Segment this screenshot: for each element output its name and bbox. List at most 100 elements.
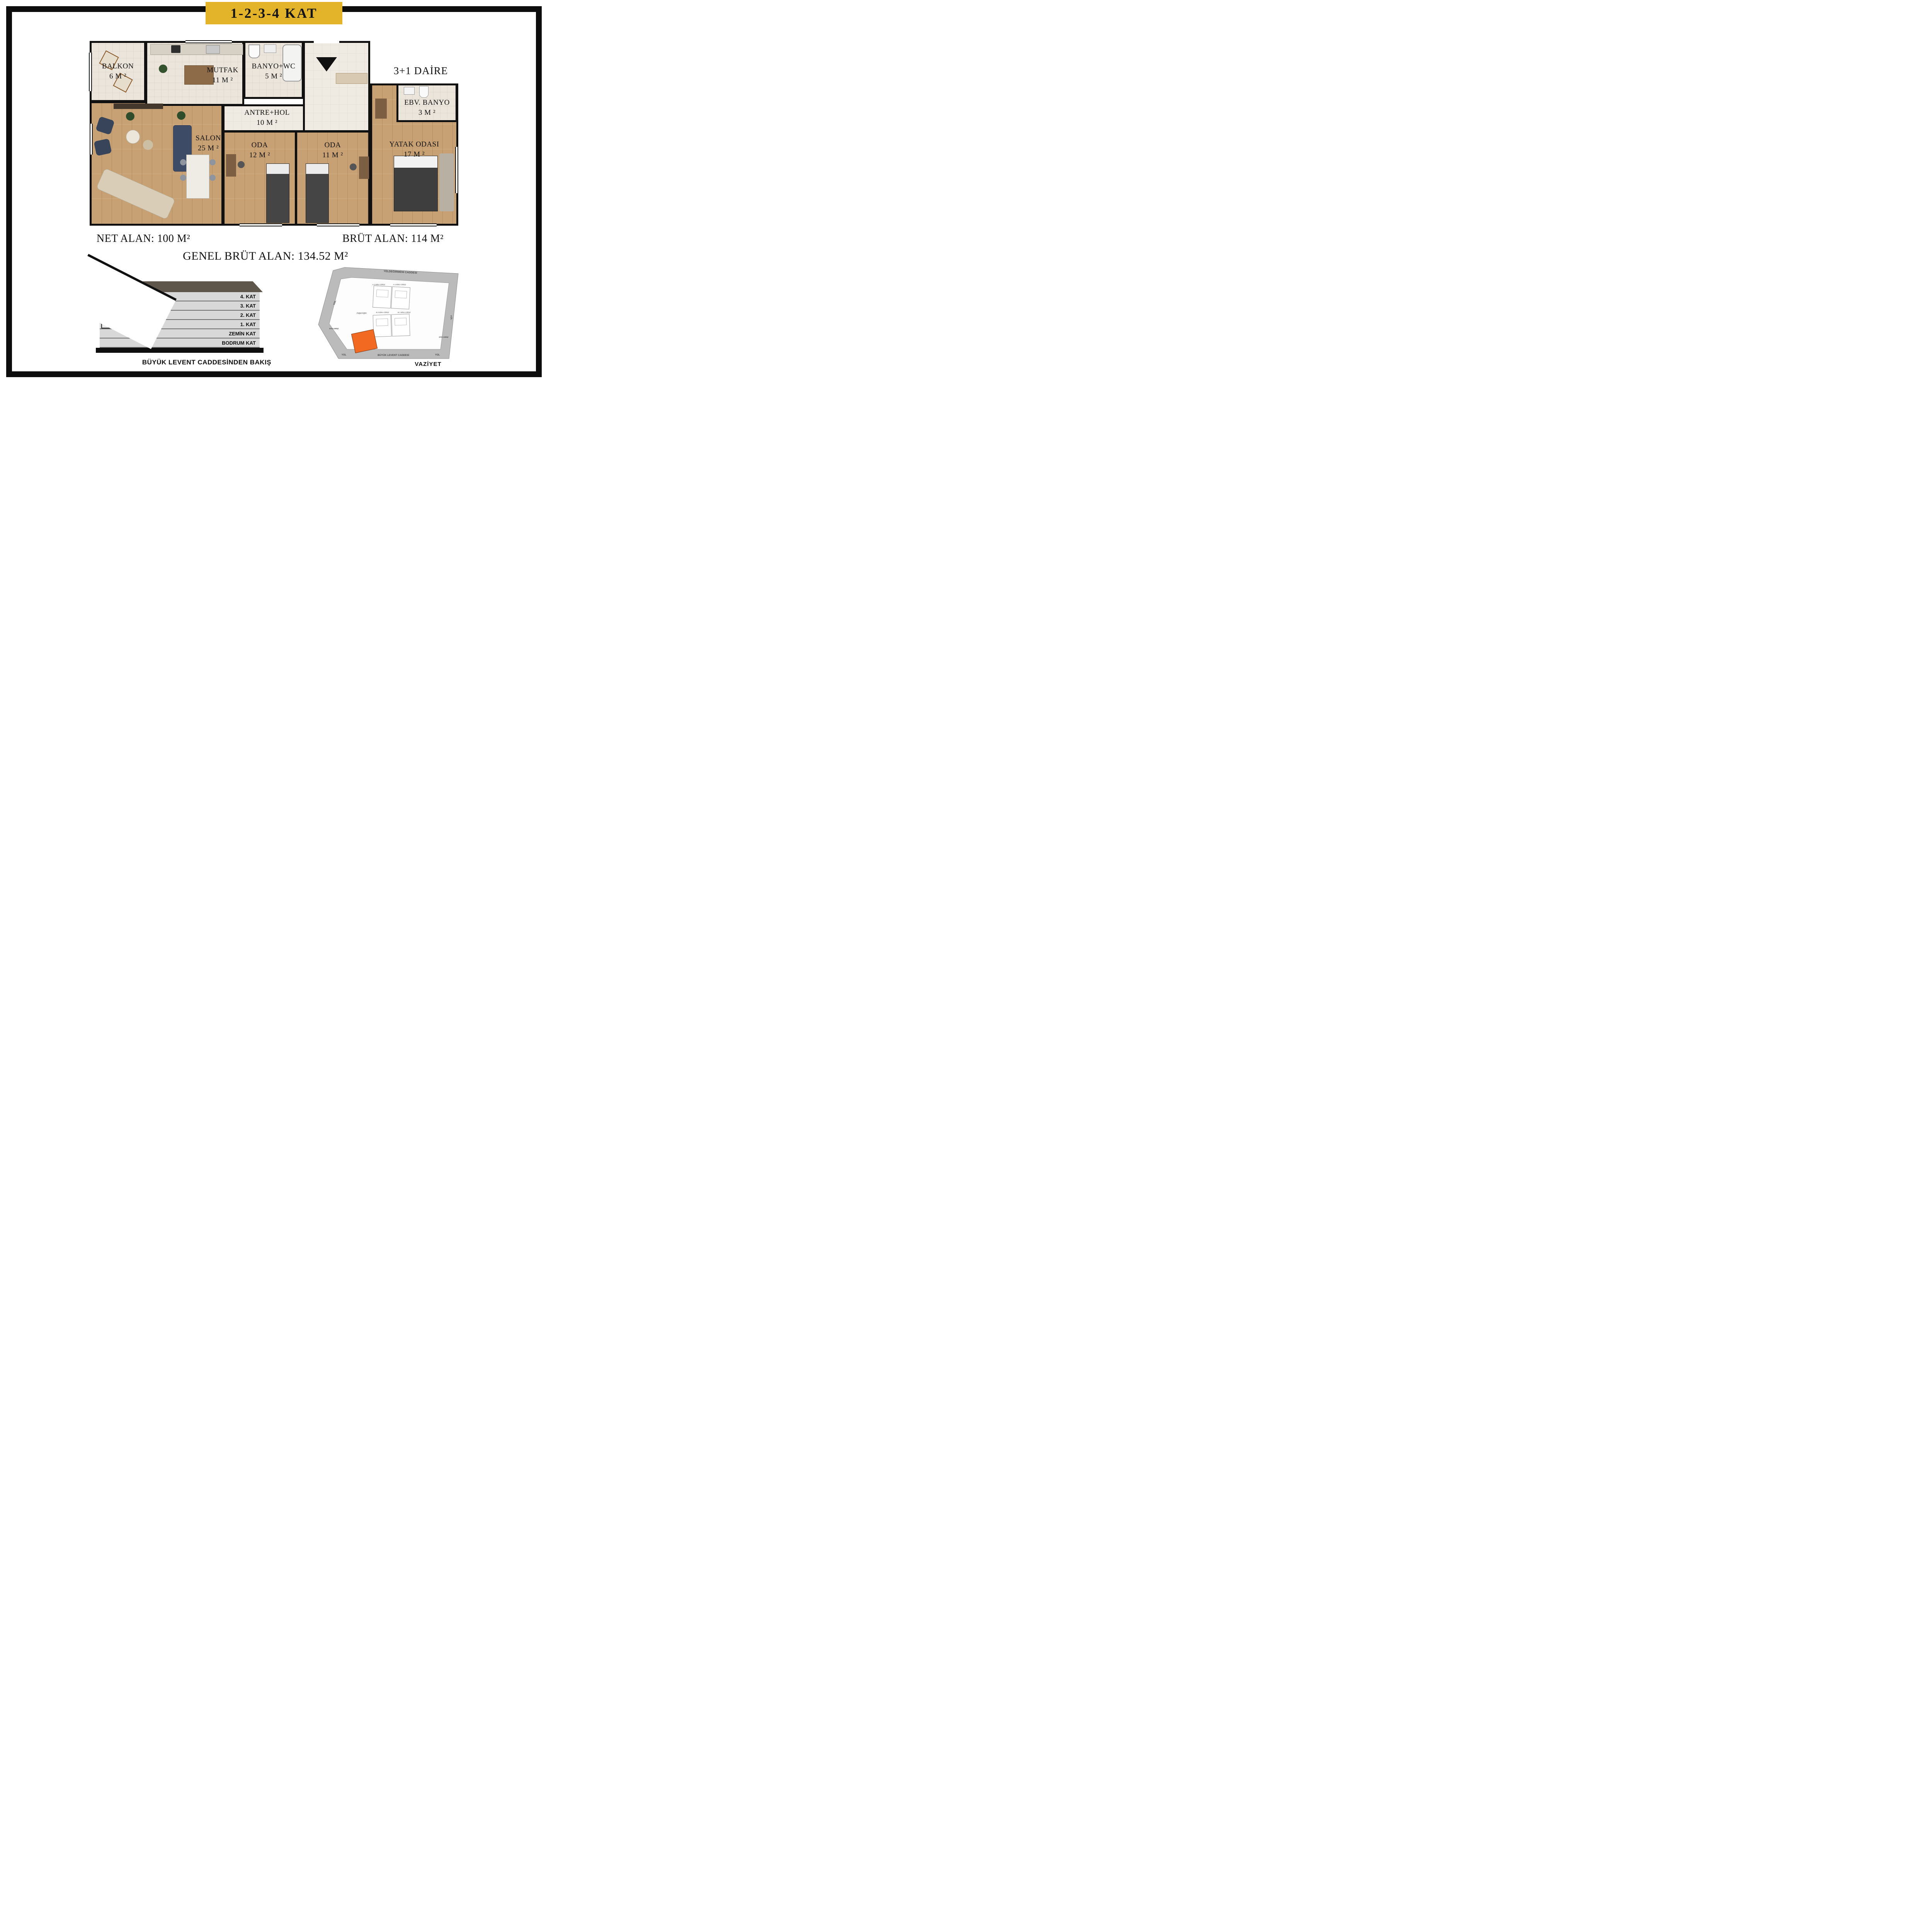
room-area-label: 25 M ² <box>197 144 219 152</box>
site-building-detail <box>394 318 407 326</box>
kitchen-sink <box>206 45 220 54</box>
room-area-label: 10 M ² <box>256 118 278 127</box>
window <box>455 147 458 193</box>
room-banyo-wc: BANYO+WC 5 M ² <box>243 41 304 99</box>
room-label: ODA 11 M ² <box>302 140 364 160</box>
window <box>89 53 92 91</box>
room-label: EBV. BANYO 3 M ² <box>396 98 458 117</box>
entry-bench <box>336 73 367 84</box>
room-area-label: 6 M ² <box>109 72 127 80</box>
chair <box>180 159 186 165</box>
chair <box>209 175 216 181</box>
room-label: ANTRE+HOL 10 M ² <box>236 108 298 128</box>
bathroom-sink <box>264 44 276 53</box>
floor-row: BODRUM KAT <box>100 338 260 348</box>
room-ebeveyn-banyo: EBV. BANYO 3 M ² <box>396 83 457 122</box>
plant <box>177 111 185 120</box>
room-oda-11: ODA 11 M ² <box>295 131 370 226</box>
stove <box>171 45 180 53</box>
floor-plan-page: 1-2-3-4 KAT DAİRE GİRİŞ 3+1 DAİRE SALON … <box>0 0 548 383</box>
armchair <box>94 138 112 156</box>
brut-area-text: BRÜT ALAN: 114 M² <box>342 233 444 245</box>
room-label: SALON 25 M ² <box>177 133 239 153</box>
road-label: YOL <box>333 300 337 306</box>
road-label: YOL <box>449 315 452 320</box>
window <box>90 124 93 155</box>
site-entrance-label: SİTE GİRİŞİ <box>439 336 449 338</box>
room-label: BANYO+WC 5 M ² <box>243 61 304 81</box>
bed <box>266 163 289 223</box>
genel-brut-area-text: GENEL BRÜT ALAN: 134.52 M² <box>183 250 348 262</box>
site-entrance-label: SİTE GİRİŞİ <box>329 327 339 330</box>
site-area <box>329 277 449 350</box>
bottom-street-label: BÜYÜK LEVENT CADDESİ <box>378 353 409 357</box>
room-name-label: BANYO+WC <box>252 62 296 70</box>
tv-console <box>114 104 163 109</box>
bathtub <box>282 44 302 82</box>
desk <box>359 156 369 179</box>
slope-label: Doğal Eğim <box>357 312 367 315</box>
building-section-caption: BÜYÜK LEVENT CADDESİNDEN BAKIŞ <box>142 359 272 366</box>
toilet <box>419 86 429 98</box>
room-name-label: SALON <box>196 134 221 142</box>
room-name-label: EBV. BANYO <box>404 99 450 107</box>
floor-label: ZEMİN KAT <box>229 330 256 337</box>
kitchen-counter <box>150 44 243 55</box>
building-block-b <box>372 314 410 337</box>
site-plan-caption: VAZİYET <box>415 361 442 367</box>
toilet <box>248 44 260 58</box>
window <box>390 223 437 226</box>
chair <box>180 175 186 181</box>
road-label: YOL <box>342 354 347 356</box>
room-label: ODA 12 M ² <box>229 140 291 160</box>
room-name-label: BALKON <box>102 62 134 70</box>
desk-chair <box>238 161 245 168</box>
floor-label: 1. KAT <box>240 321 256 327</box>
dining-table <box>186 155 209 199</box>
floor-label: BODRUM KAT <box>222 340 256 346</box>
desk <box>226 154 236 177</box>
room-area-label: 3 M ² <box>418 108 436 117</box>
apartment-type-label: 3+1 DAİRE <box>393 65 448 77</box>
room-name-label: MUTFAK <box>207 66 238 74</box>
door-opening <box>314 40 339 43</box>
bed <box>306 163 329 223</box>
desk-chair <box>350 163 357 170</box>
bathroom-sink <box>404 87 415 95</box>
double-bed <box>394 156 438 211</box>
building-entrance-label: B-2 BİNA GİRİŞİ <box>376 311 389 313</box>
room-name-label: ODA <box>324 141 341 149</box>
room-area-label: 12 M ² <box>249 151 270 159</box>
title-banner: 1-2-3-4 KAT <box>206 2 342 24</box>
road-label: YOL <box>435 354 440 356</box>
coffee-table <box>126 130 140 144</box>
site-building-detail <box>395 290 407 299</box>
window <box>317 223 359 226</box>
site-building-detail <box>376 318 388 327</box>
building-entrance-label: B-1 BİNA GİRİŞİ <box>398 311 410 313</box>
room-label: MUTFAK 11 M ² <box>192 65 253 85</box>
floor-label: 2. KAT <box>240 312 256 318</box>
building-entrance-label: A-2 BİNA GİRİŞİ <box>372 283 385 286</box>
highlighted-unit <box>351 329 378 354</box>
window <box>240 223 282 226</box>
desk <box>375 99 387 119</box>
page-title: 1-2-3-4 KAT <box>230 5 318 21</box>
ground-line <box>96 348 264 353</box>
room-name-label: YATAK ODASI <box>389 140 439 148</box>
floor-label: 3. KAT <box>240 303 256 309</box>
site-building-detail <box>376 289 389 298</box>
room-mutfak: MUTFAK 11 M ² <box>145 41 244 106</box>
rug <box>439 153 454 211</box>
entrance-arrow-icon <box>316 57 337 71</box>
room-name-label: ODA <box>251 141 268 149</box>
plant <box>159 65 167 73</box>
room-area-label: 11 M ² <box>212 76 233 84</box>
room-balkon: BALKON 6 M ² <box>90 41 146 102</box>
room-area-label: 17 M ² <box>403 150 425 158</box>
kitchen-table <box>184 65 214 85</box>
room-area-label: 5 M ² <box>265 72 282 80</box>
entry-hall <box>303 41 370 132</box>
room-label: BALKON 6 M ² <box>87 61 149 81</box>
room-label: YATAK ODASI 17 M ² <box>383 139 445 159</box>
